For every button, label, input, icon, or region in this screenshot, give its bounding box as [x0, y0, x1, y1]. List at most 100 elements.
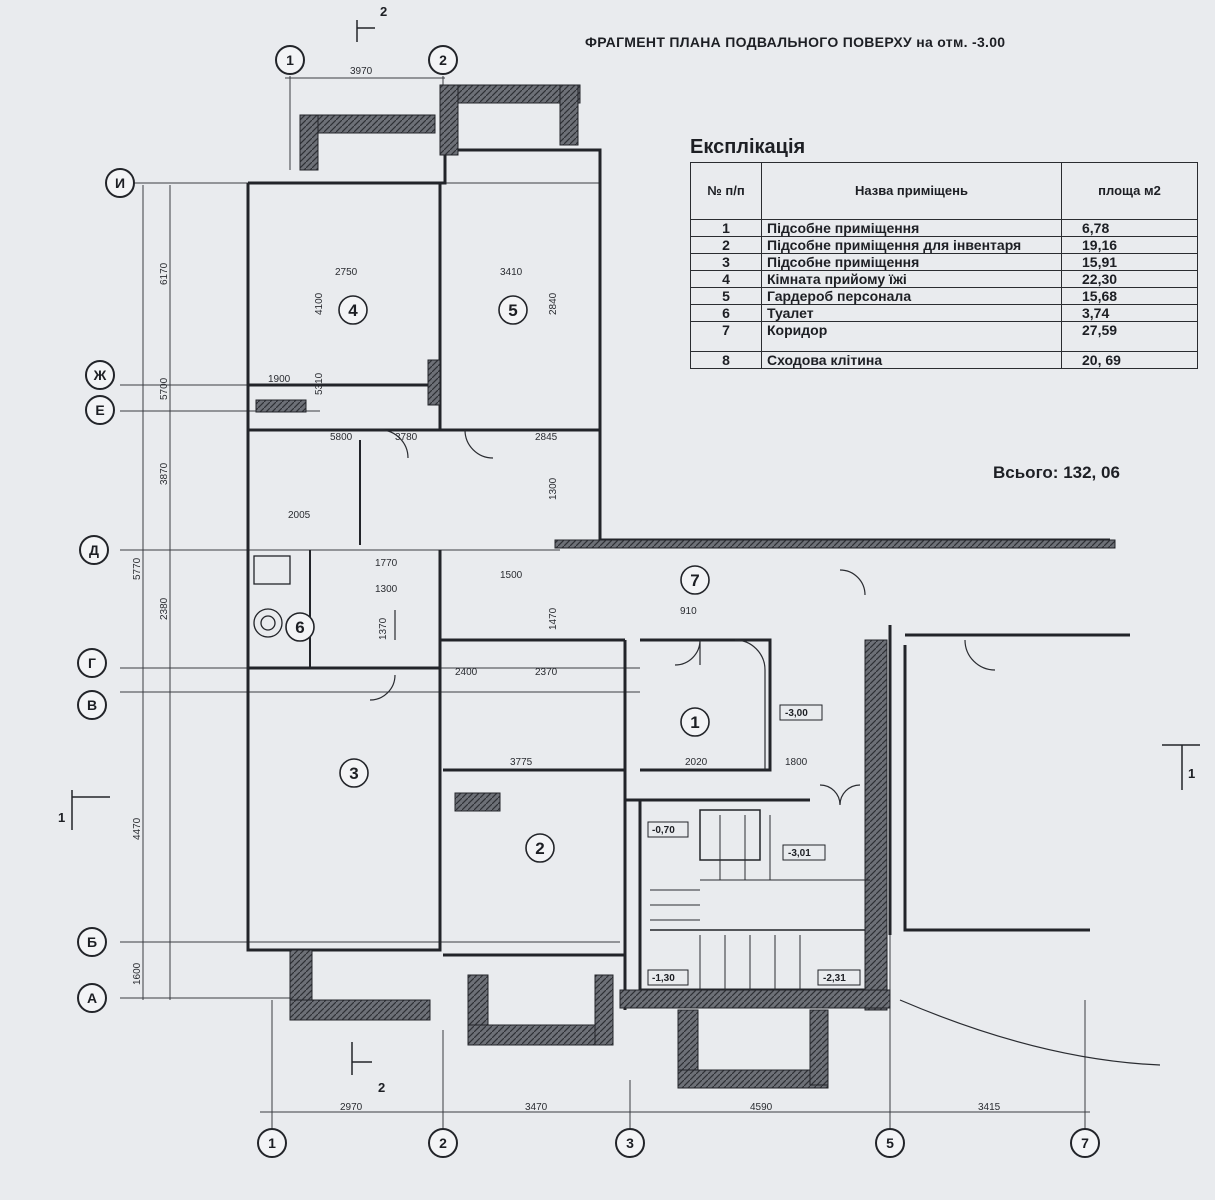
dim-int-2: 3410 [500, 267, 523, 278]
dim-int-13: 2005 [288, 510, 311, 521]
header-name: Назва приміщень [761, 162, 1062, 220]
section-mark-top: 2 [380, 4, 387, 19]
row-area: 15,68 [1061, 287, 1198, 305]
axis-bottom-3: 3 [626, 1135, 634, 1151]
dim-bottom-1: 2970 [340, 1102, 363, 1113]
table-row: 4 Кімната прийому їжі 22,30 [690, 270, 1198, 288]
dim-bottom-2: 3470 [525, 1102, 548, 1113]
axis-e: Е [95, 402, 104, 418]
level-stair-bottom: -1,30 [652, 973, 675, 984]
level-stair-top: -3,01 [788, 848, 811, 859]
dim-bottom-4: 3415 [978, 1102, 1001, 1113]
row-number: 5 [690, 287, 762, 305]
axis-bottom-1: 1 [268, 1135, 276, 1151]
table-row: 5 Гардероб персонала 15,68 [690, 287, 1198, 305]
dim-int-12: 1300 [548, 477, 559, 500]
plan-title: ФРАГМЕНТ ПЛАНА ПОДВАЛЬНОГО ПОВЕРХУ на от… [585, 34, 1006, 50]
table-row: 6 Туалет 3,74 [690, 304, 1198, 322]
dim-left-3: 3870 [159, 462, 170, 485]
level-room-1: -3,00 [785, 708, 808, 719]
room-number-5: 5 [508, 301, 517, 320]
room-number-6: 6 [295, 618, 304, 637]
dim-int-15: 2400 [455, 667, 478, 678]
dim-left-6: 4470 [132, 817, 143, 840]
axis-d: Д [89, 542, 99, 558]
row-number: 1 [690, 219, 762, 237]
dim-bottom-3: 4590 [750, 1102, 773, 1113]
row-area: 3,74 [1061, 304, 1198, 322]
row-number: 8 [690, 351, 762, 369]
table-row: 1 Підсобне приміщення 6,78 [690, 219, 1198, 237]
dim-int-19: 2370 [535, 667, 558, 678]
dim-int-14: 1770 [375, 558, 398, 569]
dim-int-4: 2840 [548, 292, 559, 315]
section-mark-bottom: 2 [378, 1080, 385, 1095]
axis-b: Б [87, 934, 97, 950]
dim-top: 3970 [350, 66, 373, 77]
row-number: 6 [690, 304, 762, 322]
explication-table: № п/п Назва приміщень площа м2 1 Підсобн… [690, 162, 1198, 369]
section-marks [71, 20, 1200, 1075]
axis-bubbles [77, 45, 1100, 1158]
row-area: 15,91 [1061, 253, 1198, 271]
row-number: 3 [690, 253, 762, 271]
dim-left-1: 6170 [159, 262, 170, 285]
room-numbers: 1 2 3 4 5 6 7 [295, 301, 699, 858]
row-name: Підсобне приміщення [761, 219, 1062, 237]
row-area: 27,59 [1061, 321, 1198, 352]
row-name: Кімната прийому їжі [761, 270, 1062, 288]
axis-top-2: 2 [439, 52, 447, 68]
row-name: Сходова клітина [761, 351, 1062, 369]
dim-int-9: 2845 [535, 432, 558, 443]
row-area: 19,16 [1061, 236, 1198, 254]
total-area: Всього: 132, 06 [993, 463, 1120, 482]
axis-bottom-5: 5 [886, 1135, 894, 1151]
dim-int-16: 3775 [510, 757, 533, 768]
section-mark-right: 1 [1188, 766, 1195, 781]
level-stair-right: -2,31 [823, 973, 846, 984]
room-number-2: 2 [535, 839, 544, 858]
explication-header-row: № п/п Назва приміщень площа м2 [690, 162, 1198, 220]
dim-left-7: 1600 [132, 962, 143, 985]
axis-v: В [87, 697, 97, 713]
dim-int-7: 5800 [330, 432, 353, 443]
dim-int-3: 4100 [314, 292, 325, 315]
dim-left-4: 5770 [132, 557, 143, 580]
dim-int-17: 2020 [685, 757, 708, 768]
row-name: Туалет [761, 304, 1062, 322]
section-mark-left: 1 [58, 810, 65, 825]
level-stair-left: -0,70 [652, 825, 675, 836]
dim-int-18: 1800 [785, 757, 808, 768]
dim-int-22: 1370 [378, 617, 389, 640]
table-row: 8 Сходова клітина 20, 69 [690, 351, 1198, 369]
hatched-walls [255, 84, 1116, 1089]
axis-g: Г [88, 655, 96, 671]
dim-left-2: 5700 [159, 377, 170, 400]
axis-i: И [115, 175, 125, 191]
section-labels: 2 2 1 1 [58, 4, 1195, 1095]
room-number-7: 7 [690, 571, 699, 590]
dim-int-5: 1900 [268, 374, 291, 385]
axis-top-1: 1 [286, 52, 294, 68]
row-number: 7 [690, 321, 762, 352]
axis-labels: 1 2 1 2 3 5 7 И Ж Е Д Г В Б А [87, 52, 1089, 1151]
table-row: 3 Підсобне приміщення 15,91 [690, 253, 1198, 271]
door-swings [369, 429, 1161, 1066]
row-name: Коридор [761, 321, 1062, 352]
row-area: 6,78 [1061, 219, 1198, 237]
row-name: Гардероб персонала [761, 287, 1062, 305]
room-number-1: 1 [690, 713, 699, 732]
axis-a: А [87, 990, 97, 1006]
dim-int-1: 2750 [335, 267, 358, 278]
dimension-texts: 3970 2970 3470 4590 3415 6170 5700 3870 … [132, 66, 1001, 1113]
row-area: 20, 69 [1061, 351, 1198, 369]
row-name: Підсобне приміщення для інвентаря [761, 236, 1062, 254]
room-number-3: 3 [349, 764, 358, 783]
table-row: 7 Коридор 27,59 [690, 321, 1198, 352]
dim-int-8: 3780 [395, 432, 418, 443]
room-number-4: 4 [348, 301, 358, 320]
row-name: Підсобне приміщення [761, 253, 1062, 271]
table-row: 2 Підсобне приміщення для інвентаря 19,1… [690, 236, 1198, 254]
